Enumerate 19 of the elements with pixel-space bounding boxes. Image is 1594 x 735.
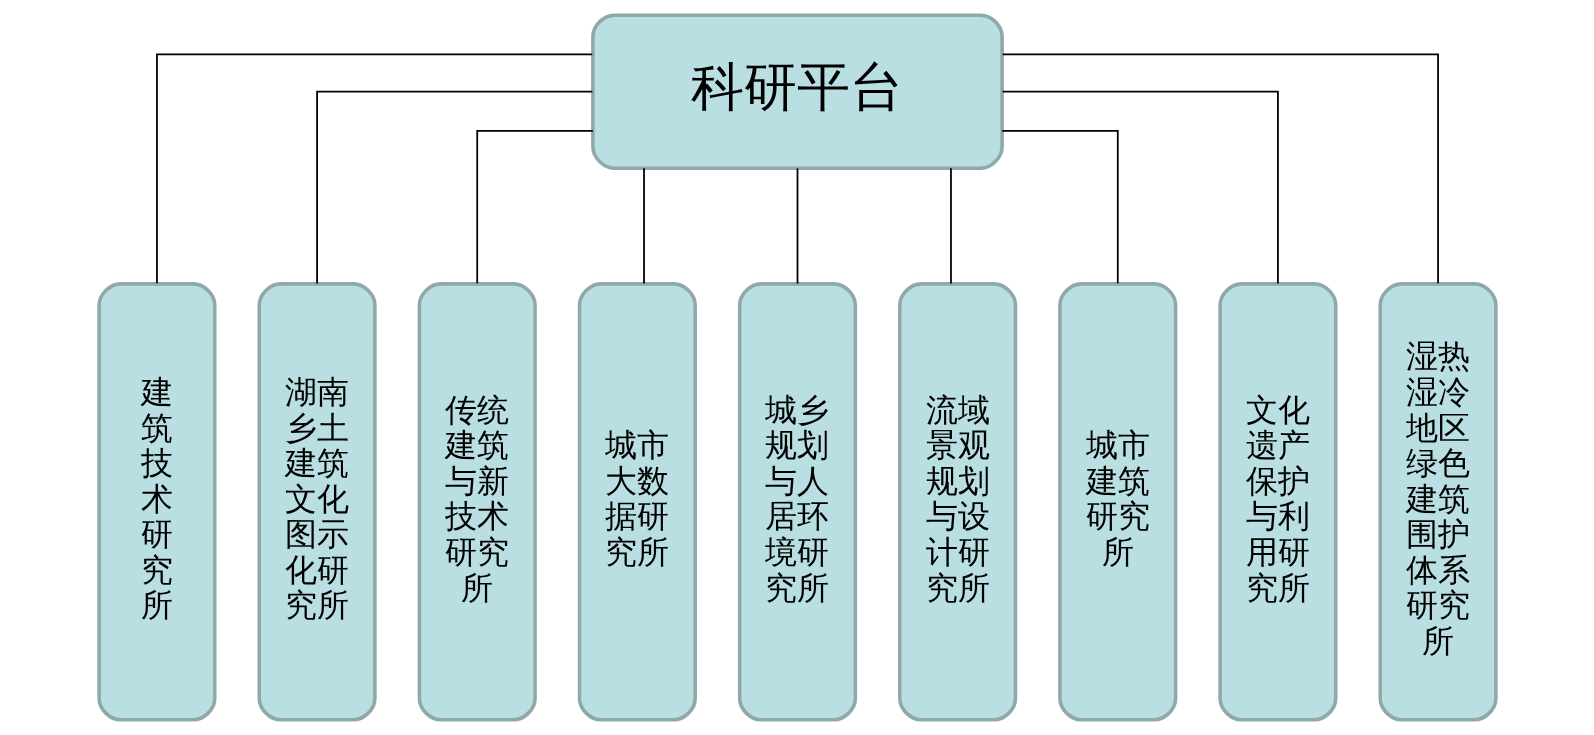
connector <box>315 90 593 285</box>
connector <box>475 129 594 285</box>
node-box: 建筑技术研究所 <box>96 282 217 722</box>
connector <box>949 167 952 285</box>
connector <box>155 53 593 285</box>
connector <box>1000 129 1119 285</box>
node-box: 城市建筑研究所 <box>1057 282 1177 722</box>
connector <box>642 167 645 285</box>
connector <box>1001 90 1279 285</box>
node-box: 城市大数据研究所 <box>577 282 697 722</box>
node-box: 湖南乡土建筑文化图示化研究所 <box>257 282 377 722</box>
node-box: 传统建筑与新技术研究所 <box>417 282 537 722</box>
connector <box>796 167 798 285</box>
node-box: 城乡规划与人居环境研究所 <box>737 282 857 722</box>
connector <box>1001 53 1439 285</box>
node-box: 湿热湿冷地区绿色建筑围护体系研究所 <box>1377 282 1498 722</box>
node-box: 流域景观规划与设计研究所 <box>897 282 1017 722</box>
node-box: 科研平台 <box>590 13 1004 170</box>
node-box: 文化遗产保护与利用研究所 <box>1217 282 1337 722</box>
